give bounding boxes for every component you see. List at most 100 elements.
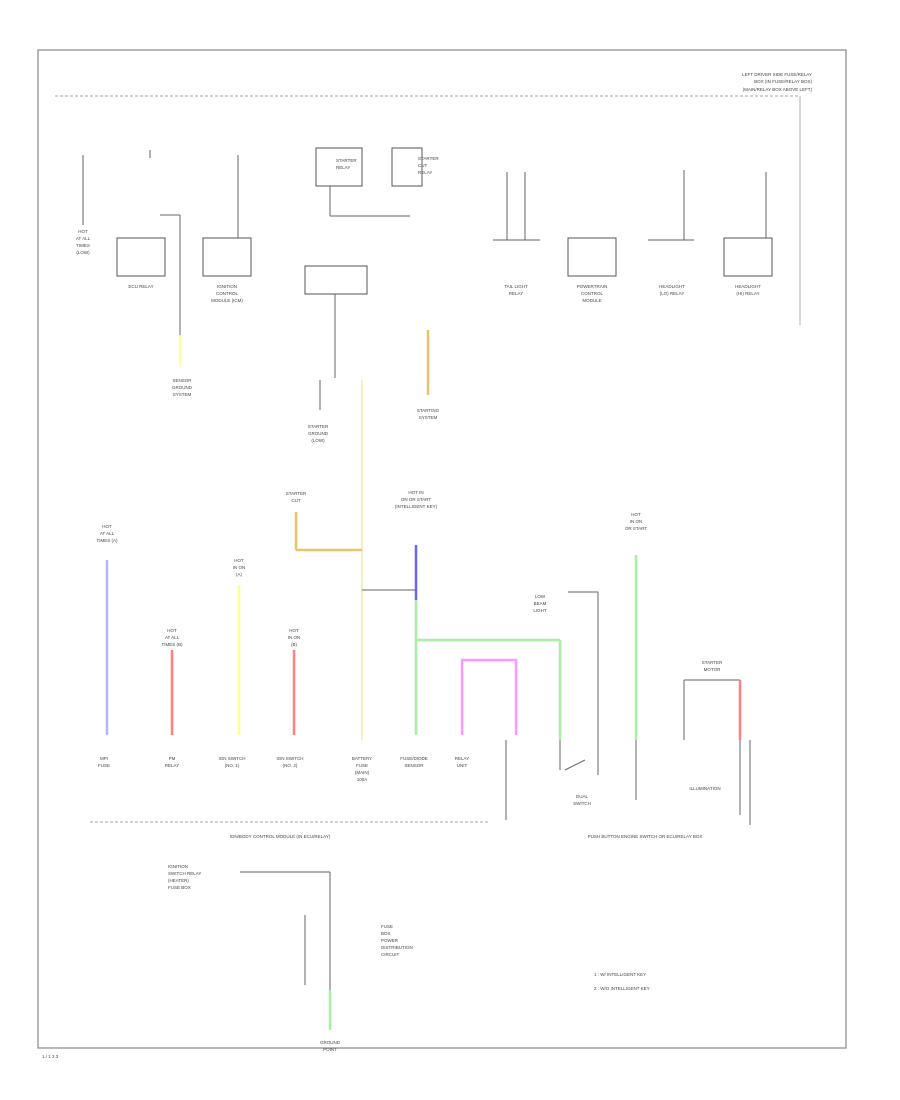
ground-note-line1: BOX xyxy=(381,931,391,936)
bottom-4-line0: BATTERY xyxy=(352,756,372,761)
sensor-ground-line1: GROUND xyxy=(172,385,193,390)
top-label-8-line1: (HI) RELAY xyxy=(736,291,759,296)
bottom-row: MPI FUSE PM RELAY IGN SWITCH (NO. 1) IGN… xyxy=(98,740,591,820)
bottom-2-line1: (NO. 1) xyxy=(225,763,240,768)
sensor-ground-line2: SYSTEM xyxy=(173,392,192,397)
starting-system-line0: STARTING xyxy=(417,408,440,413)
pink-loop-wire xyxy=(460,658,518,735)
starter-relay-box xyxy=(315,147,363,187)
bottom-6-line1: UNIT xyxy=(457,763,468,768)
ground-note-line0: FUSE xyxy=(381,924,393,929)
top-label-6-line0: POWERTRAIN xyxy=(577,284,607,289)
ground-bottom-line1: POINT xyxy=(323,1047,337,1052)
ground-note-line2: POWER xyxy=(381,938,399,943)
top-label-3-line0: STARTER xyxy=(336,158,357,163)
bus-e-line0: HOT xyxy=(631,512,641,517)
dual-switch-blade xyxy=(564,759,586,771)
bottom-4-line1: FUSE xyxy=(356,763,368,768)
ground-block: IGNITION SWITCH RELAY (HEATER) FUSE BOX … xyxy=(168,864,413,1052)
footer-code: 1 / 1 2 3 xyxy=(42,1054,59,1059)
top-label-4-line0: STARTER xyxy=(418,156,439,161)
bottom-1-line0: PM xyxy=(169,756,176,761)
bus-a-line1: AT ALL xyxy=(100,531,115,536)
starter-cut-line1: CUT xyxy=(291,498,300,503)
top-label-4-line2: RELAY xyxy=(418,170,432,175)
legend-line1: 1 : W/ INTELLIGENT KEY xyxy=(594,972,646,977)
header-line1: LEFT DRIVER SIDE FUSE/RELAY xyxy=(742,72,812,77)
bus-a-line2: TIMES (A) xyxy=(97,538,119,543)
top-label-8-line0: HEADLIGHT xyxy=(735,284,761,289)
section-right-label: PUSH BUTTON ENGINE SWITCH OR ECU/RELAY B… xyxy=(588,834,703,839)
bus-feeds: HOT AT ALL TIMES (A) HOT AT ALL TIMES (B… xyxy=(97,524,301,735)
starter-ground-line0: STARTER xyxy=(308,424,329,429)
sensor-ground-line0: SENSOR xyxy=(172,378,192,383)
bottom-5-line1: SENSOR xyxy=(404,763,424,768)
top-label-5-line1: RELAY xyxy=(509,291,523,296)
legend-line2: 2 : W/O INTELLIGENT KEY xyxy=(594,986,650,991)
header-line2: BOX (IN FUSE/RELAY BOX) xyxy=(754,79,812,84)
low-beam-line0: LOW xyxy=(535,594,546,599)
bus-b-line0: HOT xyxy=(234,558,244,563)
hot-in-start-line2: (INTELLIGENT KEY) xyxy=(395,504,438,509)
top-label-3-line1: RELAY xyxy=(336,165,350,170)
top-label-0-line2: TIMES xyxy=(76,243,90,248)
bottom-0-line0: MPI xyxy=(100,756,108,761)
ground-title-line3: FUSE BOX xyxy=(168,885,191,890)
starter-motor-line0: STARTER xyxy=(702,660,723,665)
low-beam-line1: BEAM xyxy=(534,601,547,606)
bottom-7-line0: DUAL xyxy=(576,794,589,799)
top-label-2-line1: CONTROL xyxy=(216,291,238,296)
starter-cut-line0: STARTER xyxy=(286,491,307,496)
top-label-2-line0: IGNITION xyxy=(217,284,237,289)
ground-title-line0: IGNITION xyxy=(168,864,188,869)
ground-title-line2: (HEATER) xyxy=(168,878,189,883)
ground-note-line3: DISTRIBUTION xyxy=(381,945,413,950)
bottom-3-line1: (NO. 2) xyxy=(283,763,298,768)
low-beam-wire xyxy=(568,591,599,775)
starter-ground-line2: (LOW) xyxy=(311,438,325,443)
bus-c-line0: HOT xyxy=(167,628,177,633)
bus-b-line2: (A) xyxy=(236,572,243,577)
pcm-box xyxy=(567,237,617,277)
bottom-4-line2: (MAIN) xyxy=(355,770,370,775)
top-label-1-line0: ECU RELAY xyxy=(128,284,153,289)
diagram-frame xyxy=(37,49,847,1049)
top-label-4-line1: CUT xyxy=(418,163,427,168)
middle-section: SENSOR GROUND SYSTEM STARTER GROUND (LOW… xyxy=(172,294,751,825)
low-beam-line2: LIGHT xyxy=(533,608,547,613)
top-label-0-line3: (LOW) xyxy=(76,250,90,255)
bottom-7-line1: SWITCH xyxy=(573,801,591,806)
starter-connector-box xyxy=(304,265,368,295)
starting-system-line1: SYSTEM xyxy=(419,415,438,420)
starter-ground-line1: GROUND xyxy=(308,431,329,436)
headlight-hi-box xyxy=(723,237,773,277)
bus-a-line0: HOT xyxy=(102,524,112,529)
bottom-6-line0: RELAY xyxy=(455,756,469,761)
bottom-2-line0: IGN SWITCH xyxy=(219,756,246,761)
bottom-3-line0: IGN SWITCH xyxy=(277,756,304,761)
hot-in-start-line1: ON OR START xyxy=(401,497,432,502)
header-line3: (MAIN/RELAY BOX ABOVE LEFT) xyxy=(743,87,813,92)
ground-bottom-line0: GROUND xyxy=(320,1040,341,1045)
top-label-7-line1: (LO) RELAY xyxy=(660,291,685,296)
bottom-4-line3: 100A xyxy=(357,777,368,782)
top-label-2-line2: MODULE (ICM) xyxy=(211,298,243,303)
top-label-5-line0: TAIL LIGHT xyxy=(504,284,528,289)
ground-title-line1: SWITCH RELAY xyxy=(168,871,201,876)
bus-e-line2: OR START xyxy=(625,526,648,531)
top-row: HOT AT ALL TIMES (LOW) ECU RELAY IGNITIO… xyxy=(76,147,773,335)
starter-cut-relay-box xyxy=(391,147,423,187)
section-left-label: IGN/BODY CONTROL MODULE (IN ECU/RELAY) xyxy=(230,834,331,839)
bottom-5-line0: FUSE/DIODE xyxy=(400,756,428,761)
bus-e-line1: IN ON xyxy=(630,519,643,524)
top-label-0-line1: AT ALL xyxy=(76,236,91,241)
bus-d-line2: (B) xyxy=(291,642,298,647)
icm-box xyxy=(202,237,252,277)
top-label-0-line0: HOT xyxy=(78,229,88,234)
ecu-relay-box xyxy=(116,237,166,277)
illumination-label: ILLUMINATION xyxy=(689,786,720,791)
bus-d-line0: HOT xyxy=(289,628,299,633)
hot-in-start-line0: HOT IN xyxy=(408,490,423,495)
top-label-6-line1: CONTROL xyxy=(581,291,603,296)
bus-d-line1: IN ON xyxy=(288,635,301,640)
